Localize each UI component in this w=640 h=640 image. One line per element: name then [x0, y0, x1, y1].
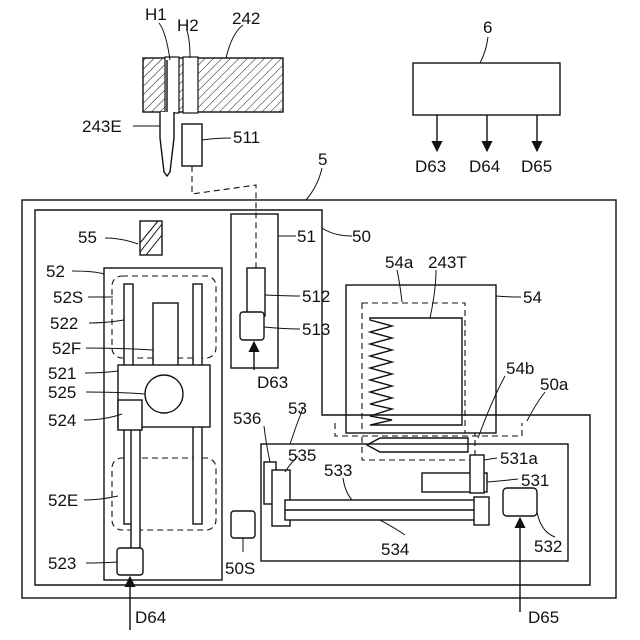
container-54: [346, 285, 496, 433]
label-d64-top: D64: [469, 157, 500, 176]
label-d64-bottom: D64: [135, 608, 166, 627]
label-50: 50: [352, 227, 371, 246]
label-d65-bottom: D65: [528, 608, 559, 627]
label-52s: 52S: [53, 288, 83, 307]
label-535: 535: [288, 446, 316, 465]
label-531a: 531a: [500, 449, 538, 468]
label-d63-top: D63: [415, 157, 446, 176]
slider-52f: [153, 303, 178, 368]
label-52f: 52F: [52, 339, 81, 358]
label-534: 534: [381, 540, 409, 559]
post-531a: [470, 455, 484, 493]
label-242: 242: [232, 9, 260, 28]
label-512: 512: [302, 287, 330, 306]
label-54a: 54a: [385, 253, 414, 272]
label-52: 52: [46, 262, 65, 281]
label-524: 524: [48, 411, 76, 430]
label-243e: 243E: [82, 117, 122, 136]
hole-h2: [183, 57, 198, 113]
label-50a: 50a: [540, 375, 569, 394]
label-53: 53: [288, 399, 307, 418]
label-511: 511: [233, 128, 260, 147]
tips-243t: [370, 318, 462, 425]
label-54b: 54b: [506, 359, 534, 378]
label-522: 522: [50, 314, 78, 333]
component-512: [247, 268, 265, 316]
label-d65-top: D65: [521, 157, 552, 176]
label-54: 54: [523, 288, 542, 307]
label-243t: 243T: [428, 253, 467, 272]
label-532: 532: [534, 537, 562, 556]
component-513: [240, 312, 264, 340]
hub-533: [474, 497, 489, 525]
label-513: 513: [302, 320, 330, 339]
label-6: 6: [483, 18, 492, 37]
motor-523: [117, 548, 143, 575]
block-242: [143, 57, 283, 113]
label-51: 51: [297, 227, 316, 246]
label-533: 533: [324, 461, 352, 480]
label-50s: 50S: [225, 559, 255, 578]
label-5: 5: [318, 150, 327, 169]
label-525: 525: [48, 383, 76, 402]
label-d63-mid: D63: [257, 373, 288, 392]
frame-5: [22, 200, 616, 598]
label-h2: H2: [177, 16, 199, 35]
motor-532: [503, 488, 537, 516]
bracket-524: [118, 400, 142, 430]
label-55: 55: [78, 228, 97, 247]
label-h1: H1: [145, 5, 167, 24]
signal-line-511: [192, 166, 256, 268]
label-52e: 52E: [48, 491, 78, 510]
label-523: 523: [48, 554, 76, 573]
label-536: 536: [233, 409, 261, 428]
label-521: 521: [48, 364, 76, 383]
sensor-50s: [231, 511, 255, 538]
roller-525: [145, 375, 183, 413]
sensor-511: [182, 124, 202, 166]
controller-6: [413, 63, 560, 115]
label-531: 531: [521, 471, 549, 490]
tip-54b: [367, 438, 468, 452]
